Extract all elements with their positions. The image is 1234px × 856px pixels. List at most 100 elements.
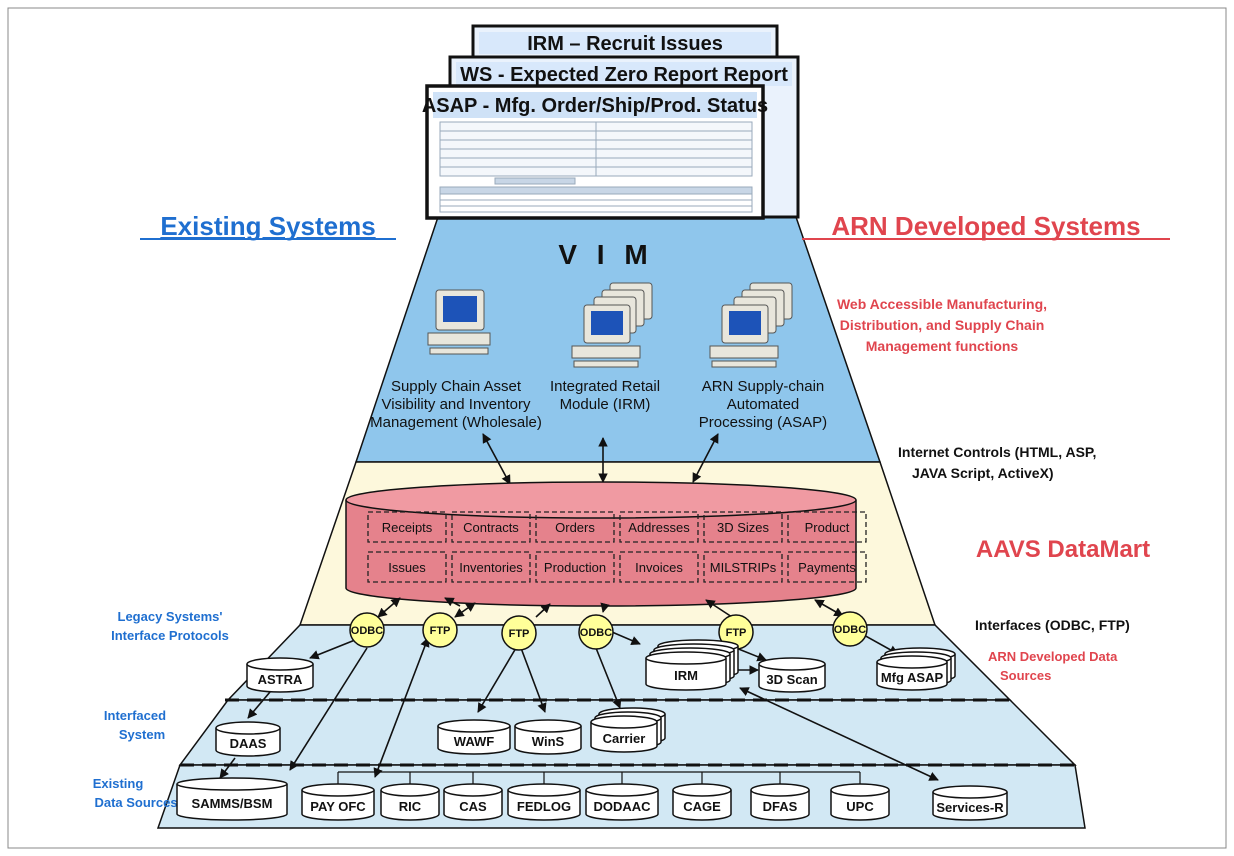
svg-text:Mfg ASAP: Mfg ASAP [881, 670, 944, 685]
svg-text:Payments: Payments [798, 560, 856, 575]
source-irm: IRM [645, 639, 739, 691]
svg-text:RIC: RIC [399, 799, 422, 814]
svg-text:Visibility and Inventory: Visibility and Inventory [382, 396, 531, 413]
interfaces-label: Interfaces (ODBC, FTP) [975, 617, 1130, 633]
existing-data-sources-label: Existing Data Sources [93, 776, 178, 810]
source-wins: WinS [514, 719, 582, 755]
source-fedlog: FEDLOG [507, 783, 581, 821]
svg-text:UPC: UPC [846, 799, 874, 814]
svg-text:SAMMS/BSM: SAMMS/BSM [192, 796, 273, 811]
svg-text:CAGE: CAGE [683, 799, 721, 814]
vim-title: V I M [558, 239, 653, 270]
svg-text:Orders: Orders [555, 520, 595, 535]
screen-asap-title: ASAP - Mfg. Order/Ship/Prod. Status [422, 95, 768, 117]
interfaced-system-label: Interfaced System [104, 708, 166, 742]
datamart-cell-invoices: Invoices [619, 551, 699, 583]
protocol-odbc-6: ODBC [832, 611, 868, 647]
datamart-cell-3d-sizes: 3D Sizes [703, 511, 783, 543]
protocol-ftp-2: FTP [422, 612, 458, 648]
source-carrier: Carrier [590, 707, 666, 753]
svg-text:WAWF: WAWF [454, 734, 494, 749]
link-asap-datamart [692, 433, 719, 483]
svg-text:ARN Supply-chain: ARN Supply-chain [702, 378, 825, 395]
svg-text:Processing (ASAP): Processing (ASAP) [699, 414, 827, 431]
svg-text:PAY OFC: PAY OFC [310, 799, 366, 814]
svg-text:ODBC: ODBC [834, 624, 866, 636]
svg-text:Management (Wholesale): Management (Wholesale) [370, 414, 542, 431]
system-label-irm: Integrated Retail Module (IRM) [550, 378, 660, 413]
svg-text:Existing: Existing [93, 776, 144, 791]
datamart-cell-product: Product [787, 511, 867, 543]
svg-text:Carrier: Carrier [603, 731, 646, 746]
svg-text:Data Sources: Data Sources [94, 795, 177, 810]
source-cas: CAS [443, 783, 503, 821]
interface-connectors [219, 597, 939, 781]
svg-text:Contracts: Contracts [463, 520, 519, 535]
system-label-asap: ARN Supply-chain Automated Processing (A… [699, 378, 827, 431]
protocol-odbc-1: ODBC [349, 612, 385, 648]
datamart-cell-contracts: Contracts [451, 511, 531, 543]
source-3d-scan: 3D Scan [758, 657, 826, 693]
svg-text:ODBC: ODBC [351, 625, 383, 637]
svg-text:ARN Developed Data: ARN Developed Data [988, 649, 1118, 664]
svg-text:Interface Protocols: Interface Protocols [111, 628, 229, 643]
datamart-cell-receipts: Receipts [367, 511, 447, 543]
svg-text:Sources: Sources [1000, 668, 1051, 683]
protocol-odbc-4: ODBC [578, 614, 614, 650]
source-astra: ASTRA [246, 657, 314, 693]
source-pay-ofc: PAY OFC [301, 783, 375, 821]
source-upc: UPC [830, 783, 890, 821]
link-wholesale-datamart [482, 433, 511, 485]
svg-text:Invoices: Invoices [635, 560, 683, 575]
svg-text:Addresses: Addresses [628, 520, 690, 535]
screen-ws-title: WS - Expected Zero Report Report [460, 64, 788, 86]
source-wawf: WAWF [437, 719, 511, 755]
svg-text:Services-R: Services-R [936, 800, 1004, 815]
svg-text:FTP: FTP [726, 627, 747, 639]
screen-asap[interactable]: ASAP - Mfg. Order/Ship/Prod. Status [422, 84, 768, 220]
svg-text:Web Accessible Manufacturing,: Web Accessible Manufacturing, [837, 296, 1047, 312]
source-ric: RIC [380, 783, 440, 821]
existing-systems-heading: Existing Systems [160, 211, 375, 241]
source-services-r: Services-R [932, 785, 1008, 821]
protocol-ftp-3: FTP [501, 615, 537, 651]
arn-developed-heading: ARN Developed Systems [831, 211, 1140, 241]
svg-text:Distribution, and Supply Chain: Distribution, and Supply Chain [840, 317, 1045, 333]
source-daas: DAAS [215, 721, 281, 757]
source-dodaac: DODAAC [585, 783, 659, 821]
svg-text:DFAS: DFAS [763, 799, 798, 814]
datamart-title: AAVS DataMart [976, 536, 1150, 563]
datamart-cell-addresses: Addresses [619, 511, 699, 543]
svg-text:3D Scan: 3D Scan [766, 672, 817, 687]
svg-text:System: System [119, 727, 165, 742]
svg-text:IRM: IRM [674, 668, 698, 683]
computer-stack-icon-irm [571, 282, 653, 368]
datamart-cylinder [345, 481, 857, 607]
existing-sources-bracket [337, 771, 861, 784]
svg-text:ASTRA: ASTRA [258, 672, 303, 687]
datamart-row-1: Receipts Contracts Orders Addresses 3D Sizes… [367, 511, 867, 543]
svg-text:Legacy Systems': Legacy Systems' [118, 609, 223, 624]
arn-data-sources-label: ARN Developed Data Sources [988, 649, 1118, 683]
datamart-cell-milstrips: MILSTRIPs [703, 551, 783, 583]
svg-text:Interfaced: Interfaced [104, 708, 166, 723]
screen-irm-title: IRM – Recruit Issues [527, 33, 723, 55]
svg-text:FTP: FTP [509, 628, 530, 640]
svg-text:Production: Production [544, 560, 606, 575]
source-mfg-asap: Mfg ASAP [876, 647, 956, 691]
svg-text:ODBC: ODBC [580, 627, 612, 639]
datamart-cell-issues: Issues [367, 551, 447, 583]
computer-icon-wholesale [427, 289, 491, 355]
svg-text:WinS: WinS [532, 734, 565, 749]
svg-text:DAAS: DAAS [230, 736, 267, 751]
svg-text:CAS: CAS [459, 799, 487, 814]
svg-text:Receipts: Receipts [382, 520, 433, 535]
datamart-cell-production: Production [535, 551, 615, 583]
svg-text:Integrated Retail: Integrated Retail [550, 378, 660, 395]
svg-text:Module (IRM): Module (IRM) [560, 396, 651, 413]
svg-text:MILSTRIPs: MILSTRIPs [710, 560, 777, 575]
svg-text:JAVA Script, ActiveX): JAVA Script, ActiveX) [912, 465, 1054, 481]
computer-stack-icon-asap [709, 282, 793, 368]
